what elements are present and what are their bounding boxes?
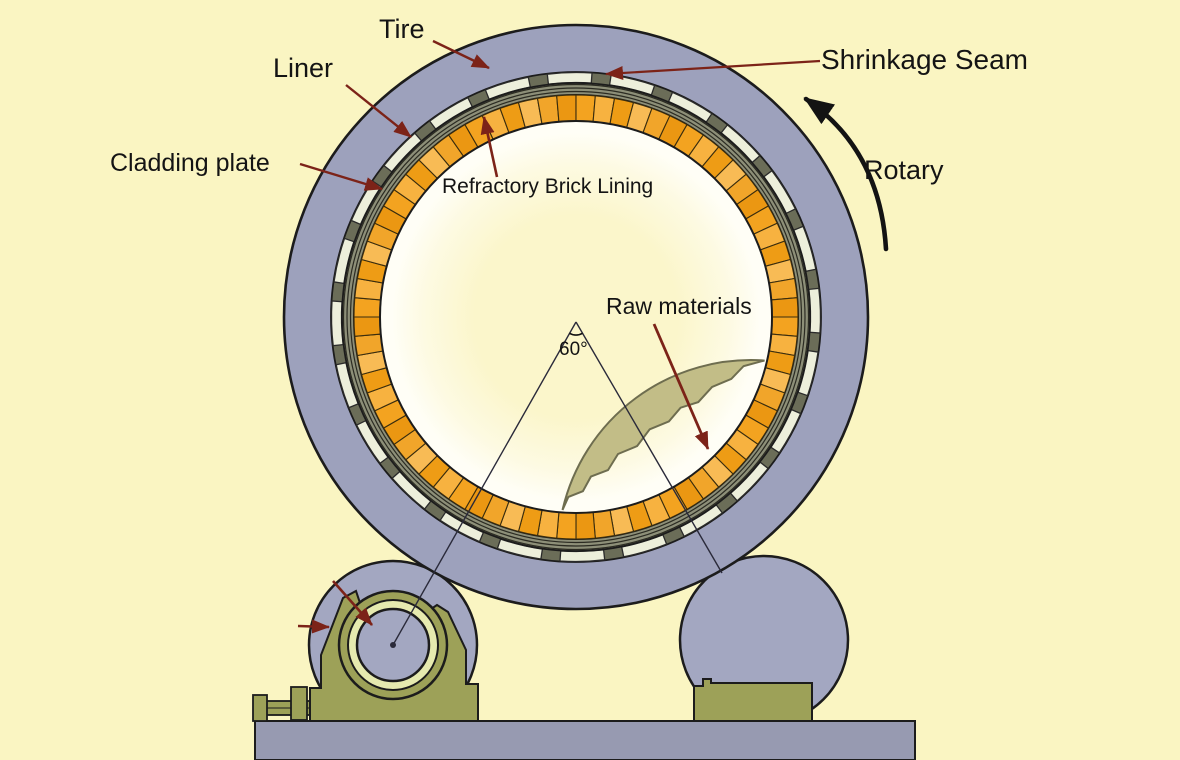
- angle-line-left: [392, 321, 577, 646]
- shrinkage-seam-label: Shrinkage Seam: [821, 44, 1029, 75]
- raw-materials-label: Raw materials: [606, 293, 752, 319]
- roller-side-arrow: [297, 619, 330, 634]
- angle-arc: [569, 332, 583, 336]
- rotary-label: Rotary: [864, 155, 944, 185]
- liner-arrow: [345, 84, 412, 138]
- bolt-tab: [290, 686, 308, 721]
- base-slab: [254, 720, 916, 760]
- angle-line-end-dot: [390, 642, 396, 648]
- raw-materials-pile: [561, 359, 765, 511]
- angle-line-right: [575, 321, 723, 574]
- leader-arrows: [297, 39, 821, 634]
- raw-materials-arrow: [652, 323, 710, 450]
- bolt-head: [252, 694, 268, 722]
- cladding-arrow: [299, 162, 383, 191]
- refractory-brick-lining-label: Refractory Brick Lining: [442, 175, 654, 198]
- pedestal-right: [693, 678, 813, 722]
- liner-label: Liner: [273, 53, 334, 83]
- angle-60-label: 60°: [559, 339, 588, 360]
- tire-arrow: [432, 39, 490, 70]
- angle-lines: [390, 321, 723, 648]
- refractory-arrow: [480, 116, 499, 178]
- rotary-arrow: [803, 96, 889, 252]
- refractory-brick-ring: [353, 94, 799, 540]
- shrinkage-arrow: [605, 59, 821, 80]
- cladding-plate-label: Cladding plate: [110, 149, 270, 177]
- tire-label: Tire: [379, 14, 425, 44]
- bearing-arrow: [332, 580, 373, 626]
- kiln-shell: [282, 23, 870, 611]
